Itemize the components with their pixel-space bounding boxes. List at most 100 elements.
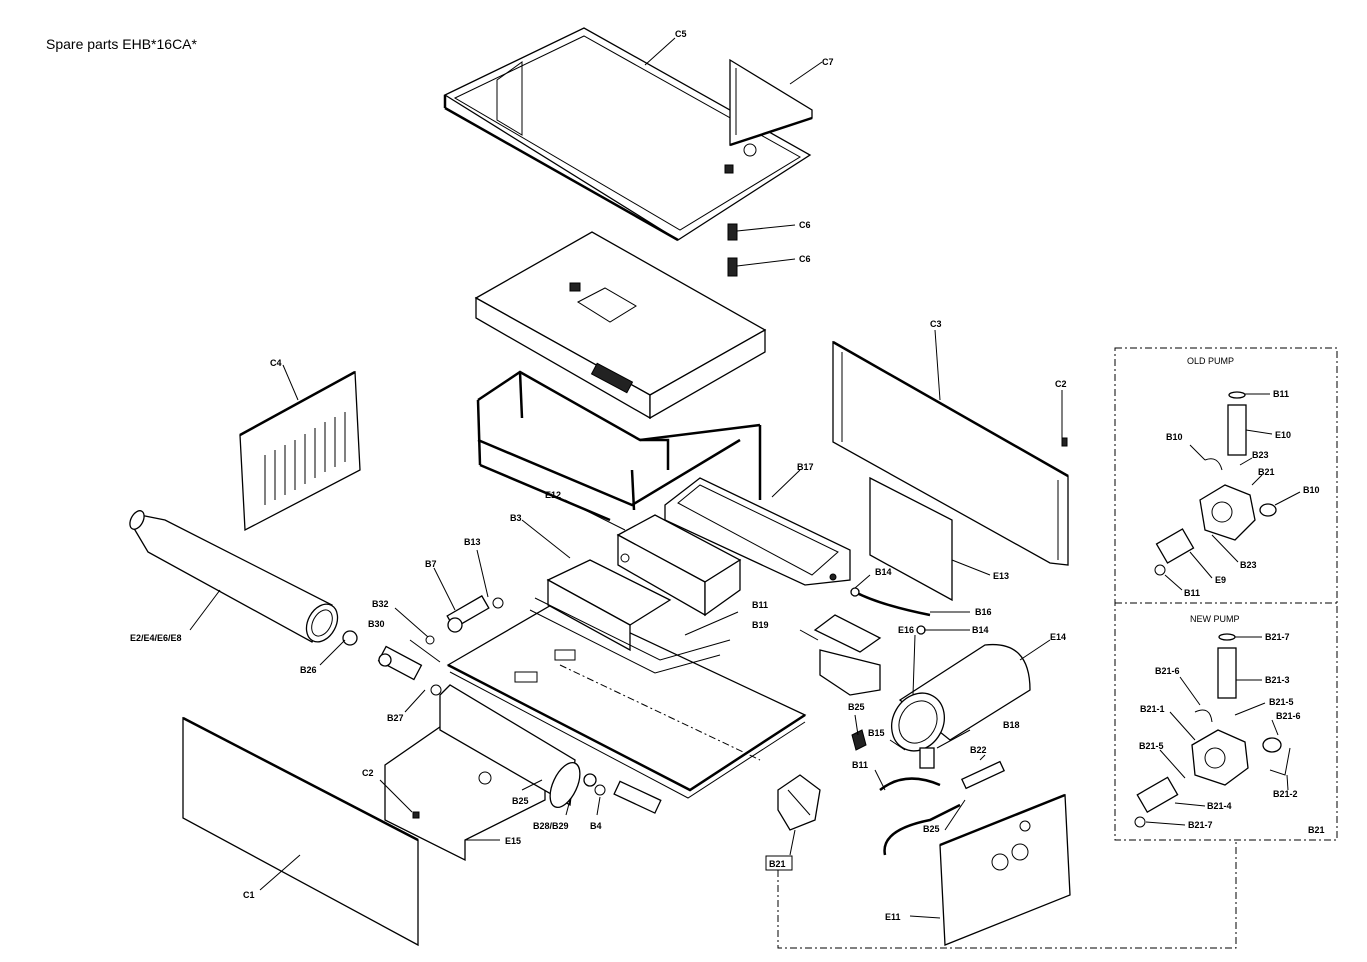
label-b25-right: B25 — [923, 824, 940, 834]
old-pump-title: OLD PUMP — [1187, 356, 1234, 366]
label-new-b21-3: B21-3 — [1265, 675, 1290, 685]
label-c2-upper: C2 — [1055, 379, 1067, 389]
heating-pipe — [439, 684, 581, 808]
grille-panel-c4 — [239, 370, 361, 532]
new-pump-drawing — [1134, 633, 1291, 828]
panel-e13 — [869, 476, 953, 602]
label-b30: B30 — [368, 619, 385, 629]
label-b28-b29: B28/B29 — [533, 821, 569, 831]
label-c7: C7 — [822, 57, 834, 67]
label-b11: B11 — [752, 600, 768, 610]
control-box — [474, 231, 767, 420]
front-panel-c1 — [182, 716, 419, 947]
label-new-b21-7-bottom: B21-7 — [1188, 820, 1213, 830]
b21-label-box — [765, 855, 793, 871]
component-box-e12 — [616, 514, 742, 617]
label-c1: C1 — [243, 890, 255, 900]
label-new-b21-5-left: B21-5 — [1139, 741, 1164, 751]
label-old-b23-bottom: B23 — [1240, 560, 1257, 570]
reference-dash-line — [777, 840, 1237, 949]
label-c5: C5 — [675, 29, 687, 39]
pump-inset: OLD PUMP NEW PUMP B21 — [1114, 347, 1338, 841]
heater-block-b3 — [529, 559, 731, 674]
label-new-b21-6-right: B21-6 — [1276, 711, 1301, 721]
label-b17: B17 — [797, 462, 814, 472]
old-pump-drawing — [1154, 391, 1301, 591]
frame-structure — [476, 370, 762, 522]
label-b14-upper: B14 — [875, 567, 892, 577]
oring-b13 — [492, 597, 504, 609]
label-old-b10-right: B10 — [1303, 485, 1320, 495]
label-e14: E14 — [1050, 632, 1066, 642]
fitting-b28-b29 — [583, 773, 597, 787]
part-labels: C5 C7 C6 C6 C3 C2 C4 B17 E12 B3 B13 B7 B… — [130, 29, 1320, 922]
cylinder-e14 — [891, 643, 1031, 752]
label-b4: B4 — [590, 821, 602, 831]
label-e12: E12 — [545, 490, 561, 500]
label-c6-lower: C6 — [799, 254, 811, 264]
label-e11: E11 — [885, 912, 901, 922]
label-c4: C4 — [270, 358, 282, 368]
plug-b26 — [342, 630, 358, 646]
fitting-b25-upper — [851, 729, 867, 751]
label-e15: E15 — [505, 836, 521, 846]
label-e16: E16 — [898, 625, 914, 635]
label-old-b10-left: B10 — [1166, 432, 1183, 442]
label-b26: B26 — [300, 665, 317, 675]
leader-lines — [189, 37, 1063, 919]
label-b16: B16 — [975, 607, 992, 617]
label-old-b11-top: B11 — [1273, 389, 1289, 399]
label-new-b21-1: B21-1 — [1140, 704, 1165, 714]
label-old-b21: B21 — [1258, 467, 1275, 477]
label-old-b23-top: B23 — [1252, 450, 1269, 460]
label-b14-lower: B14 — [972, 625, 989, 635]
oring-b27 — [430, 684, 442, 696]
label-e13: E13 — [993, 571, 1009, 581]
label-b3: B3 — [510, 513, 522, 523]
label-b32: B32 — [372, 599, 389, 609]
label-c2-lower: C2 — [362, 768, 374, 778]
panel-c7 — [729, 58, 813, 147]
label-b27: B27 — [387, 713, 404, 723]
new-pump-title: NEW PUMP — [1190, 614, 1240, 624]
sensor-b30 — [377, 645, 423, 681]
label-b19: B19 — [752, 620, 769, 630]
back-panel-e11 — [939, 793, 1071, 946]
label-new-b21-4: B21-4 — [1207, 801, 1232, 811]
label-new-b21-5-right: B21-5 — [1269, 697, 1294, 707]
label-b22: B22 — [970, 745, 987, 755]
clip-c2-lower — [412, 811, 420, 819]
top-cover-c5 — [443, 27, 812, 242]
assembly-axis-line — [559, 664, 761, 761]
label-b25-upper: B25 — [848, 702, 865, 712]
label-c3: C3 — [930, 319, 942, 329]
label-b13: B13 — [464, 537, 481, 547]
connector-e16 — [916, 625, 926, 635]
label-b21-box: B21 — [769, 859, 786, 869]
label-old-e9: E9 — [1215, 575, 1226, 585]
label-new-b21-6-left: B21-6 — [1155, 666, 1180, 676]
inset-ref: B21 — [1308, 825, 1325, 835]
clip-c6-upper — [727, 223, 738, 241]
label-old-e10: E10 — [1275, 430, 1291, 440]
label-b15: B15 — [868, 728, 885, 738]
heating-element-tube — [129, 510, 339, 643]
label-new-b21-7-top: B21-7 — [1265, 632, 1290, 642]
label-new-b21-2: B21-2 — [1273, 789, 1298, 799]
label-b25-lower: B25 — [512, 796, 529, 806]
clip-c2-upper — [1061, 437, 1068, 447]
label-b7: B7 — [425, 559, 437, 569]
label-old-b11-bottom: B11 — [1184, 588, 1200, 598]
hose-b16 — [850, 587, 931, 617]
pump-b21 — [777, 774, 821, 831]
side-panel-c3 — [832, 340, 1069, 566]
component-b19 — [813, 614, 882, 696]
base-tray — [446, 599, 807, 799]
valve-b7 — [446, 595, 490, 633]
label-b18: B18 — [1003, 720, 1020, 730]
label-c6-upper: C6 — [799, 220, 811, 230]
label-e2-e4-e6-e8: E2/E4/E6/E8 — [130, 633, 182, 643]
oring-b4 — [594, 784, 606, 796]
clip-c6-lower — [727, 257, 738, 277]
